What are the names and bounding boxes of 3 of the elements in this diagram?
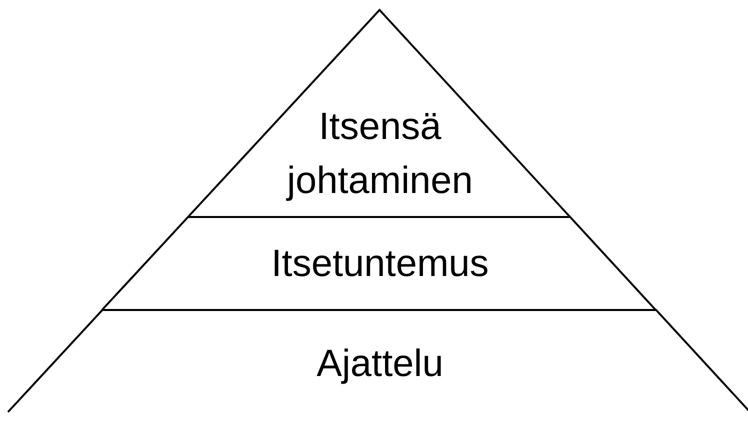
level-label: Itsetuntemus <box>270 242 490 287</box>
level-label: Ajattelu <box>316 342 444 387</box>
level-label: Itsensä johtaminen <box>285 105 474 204</box>
